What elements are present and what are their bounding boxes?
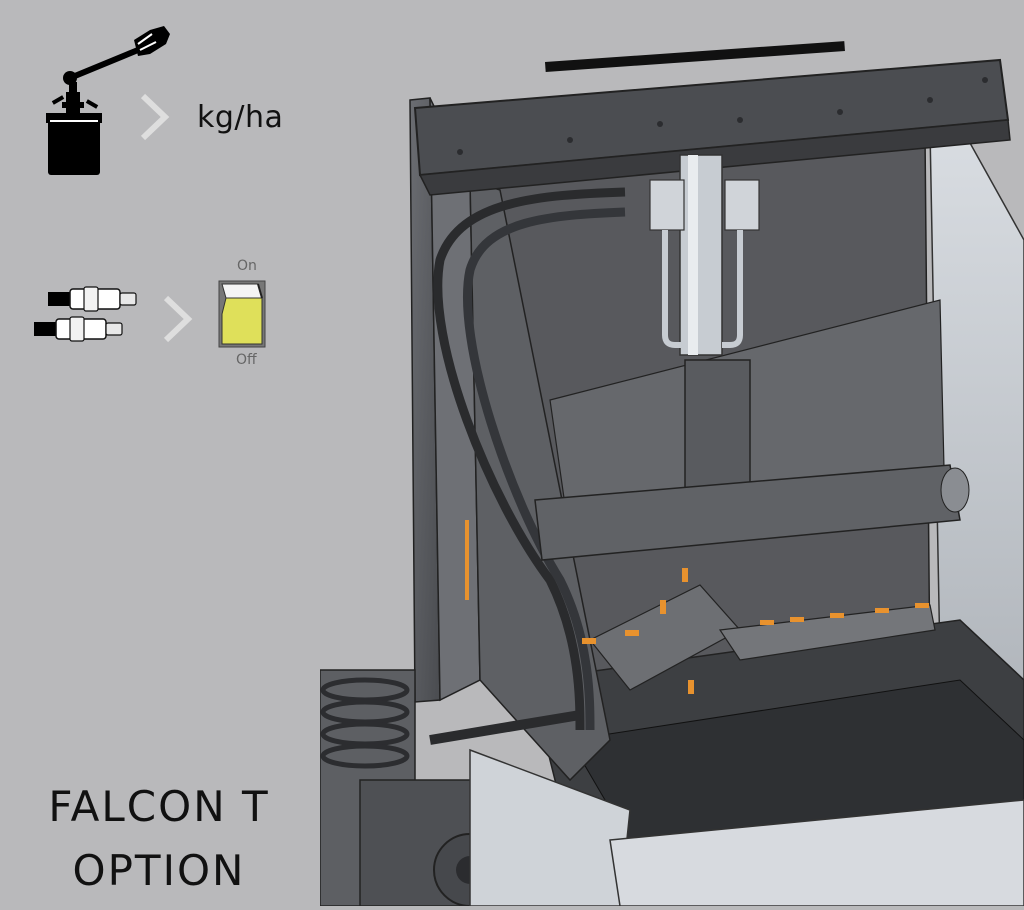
rocker-switch-icon xyxy=(218,280,270,350)
switch-off-label: Off xyxy=(236,352,257,368)
title-line-2: OPTION xyxy=(72,846,246,895)
hand-lever-tank-icon xyxy=(42,20,172,180)
title-line-1: FALCON T xyxy=(48,782,270,831)
chevron-right-icon xyxy=(158,294,198,344)
switch-on-label: On xyxy=(237,258,257,274)
chevron-right-icon xyxy=(135,92,175,142)
hydraulic-couplers-icon xyxy=(34,284,144,344)
hopper-frame-illustration xyxy=(319,40,1024,907)
rate-unit-label: kg/ha xyxy=(197,100,284,135)
